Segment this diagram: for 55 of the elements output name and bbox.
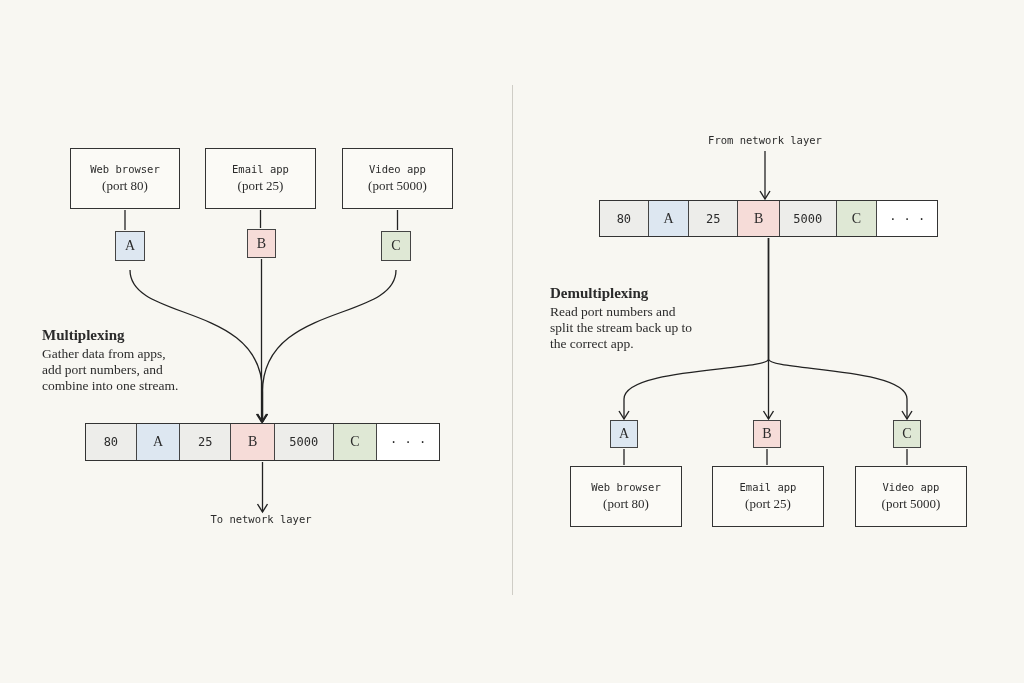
data-tag: B [247,229,276,258]
arrow [255,258,268,423]
stream-cell: B [738,201,780,236]
port-label: (port 5000) [368,178,427,194]
data-tag: B [753,420,781,448]
app-name: Email app [739,481,797,493]
connector-line [623,448,625,466]
stream-cell: 80 [600,201,649,236]
stream-bar [85,423,440,461]
connector-line [396,209,399,231]
layer-label: From network layer [694,134,836,150]
section-heading: Demultiplexing [550,285,649,302]
connector-line [906,448,908,466]
app-box [712,466,824,527]
connector-line [259,209,262,229]
data-tag: C [893,420,921,448]
port-label: (port 80) [603,496,649,512]
stream-cell: A [648,201,690,236]
port-label: (port 5000) [881,496,941,512]
app-box [570,466,682,527]
arrow [256,461,269,513]
connector-line [766,448,768,466]
port-label: (port 25) [745,496,791,512]
app-name: Web browser [591,481,661,493]
port-label: (port 25) [237,178,284,194]
stream-cell: 5000 [779,201,837,236]
stream-cell: 5000 [274,424,334,460]
data-tag: A [610,420,638,448]
connector-line [124,209,126,231]
stream-cell: B [231,424,275,460]
stream-cell: A [136,424,181,460]
app-box [70,148,180,209]
stream-cell: 80 [86,424,137,460]
app-name: Video app [369,163,426,175]
section-heading: Multiplexing [42,327,125,344]
app-box [855,466,967,527]
description-text: Read port numbers and split the stream back up to the correct app. [550,304,694,352]
layer-label: To network layer [190,513,332,529]
arrow [759,150,771,200]
stream-cell: 25 [689,201,739,236]
app-name: Email app [232,163,289,175]
description-text: Gather data from apps, add port numbers, and combine into one stream. [42,346,180,394]
stream-bar [599,200,938,237]
data-tag: A [115,231,145,261]
port-label: (port 80) [102,178,148,194]
app-box [205,148,316,209]
arrow [256,269,397,423]
app-box [342,148,453,209]
arrow [767,237,913,420]
app-name: Video app [882,481,940,493]
stream-cell: C [333,424,378,460]
app-name: Web browser [90,163,160,175]
data-tag: C [381,231,411,261]
stream-cell: 25 [180,424,232,460]
stream-cell: C [836,201,878,236]
